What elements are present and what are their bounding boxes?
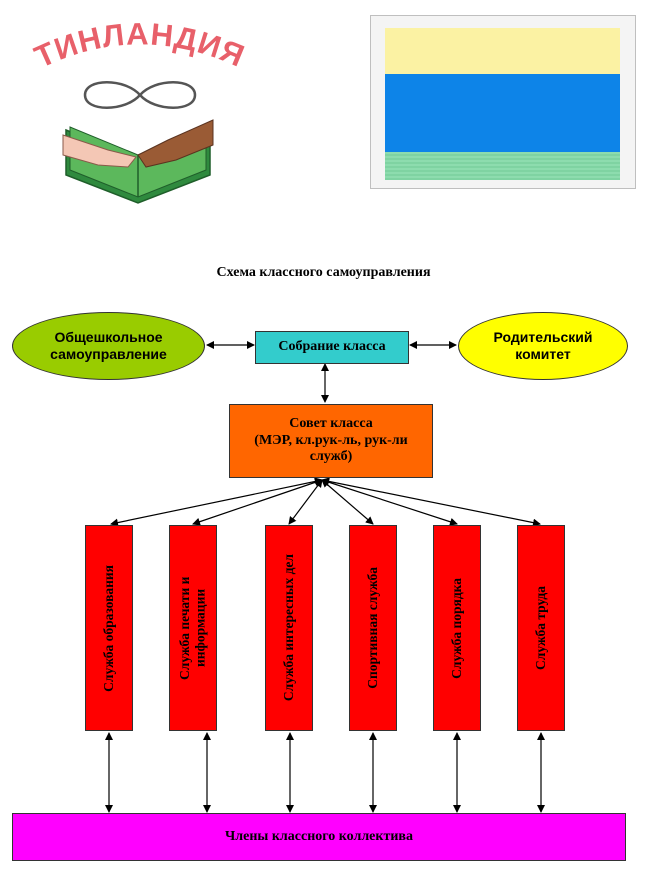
service-education-label: Служба образования	[101, 564, 117, 692]
service-events-label: Служба интересных дел	[281, 554, 297, 702]
service-sport-label: Спортивная служба	[365, 567, 381, 689]
handshake-book-icon	[62, 119, 214, 204]
service-press-label: Служба печати и информации	[177, 576, 208, 680]
arrow-council-service-2	[192, 478, 323, 526]
service-order-label: Служба порядка	[449, 577, 465, 679]
service-labor-label: Служба труда	[533, 586, 549, 670]
parents-committee-label: Родительский комитет	[493, 328, 593, 363]
class-members-label: Члены классного коллектива	[225, 828, 413, 844]
arrow-council-service-1	[110, 477, 323, 527]
service-sport: Спортивная служба	[349, 525, 397, 731]
flag-stripe-blue	[385, 74, 620, 152]
flag	[370, 15, 636, 189]
arrow-council-service-5	[321, 478, 458, 526]
service-press: Служба печати и информации	[169, 525, 217, 731]
flag-stripe-green	[385, 152, 620, 180]
class-council-subtitle: (МЭР, кл.рук-ль, рук-ли служб)	[254, 432, 408, 465]
class-council-title: Совет класса	[289, 415, 373, 431]
parents-committee-node: Родительский комитет	[458, 312, 628, 380]
diagram-title: Схема классного самоуправления	[216, 265, 431, 280]
class-members-node: Члены классного коллектива	[12, 813, 626, 861]
service-events: Служба интересных дел	[265, 525, 313, 731]
class-council-node: Совет класса (МЭР, кл.рук-ль, рук-ли слу…	[229, 404, 433, 478]
arrow-council-service-6	[321, 477, 541, 527]
flag-stripe-yellow	[385, 28, 620, 74]
school-self-government-label: Общешкольное самоуправление	[50, 328, 167, 363]
service-labor: Служба труда	[517, 525, 565, 731]
infinity-icon	[83, 81, 197, 109]
class-assembly-node: Собрание класса	[255, 331, 409, 364]
logo: ТИНЛАНДИЯ	[30, 20, 245, 204]
class-assembly-label: Собрание класса	[278, 339, 386, 355]
service-order: Служба порядка	[433, 525, 481, 731]
arrow-council-service-4	[321, 479, 374, 525]
arrow-council-service-3	[288, 479, 323, 525]
service-education: Служба образования	[85, 525, 133, 731]
school-self-government-node: Общешкольное самоуправление	[12, 312, 205, 380]
